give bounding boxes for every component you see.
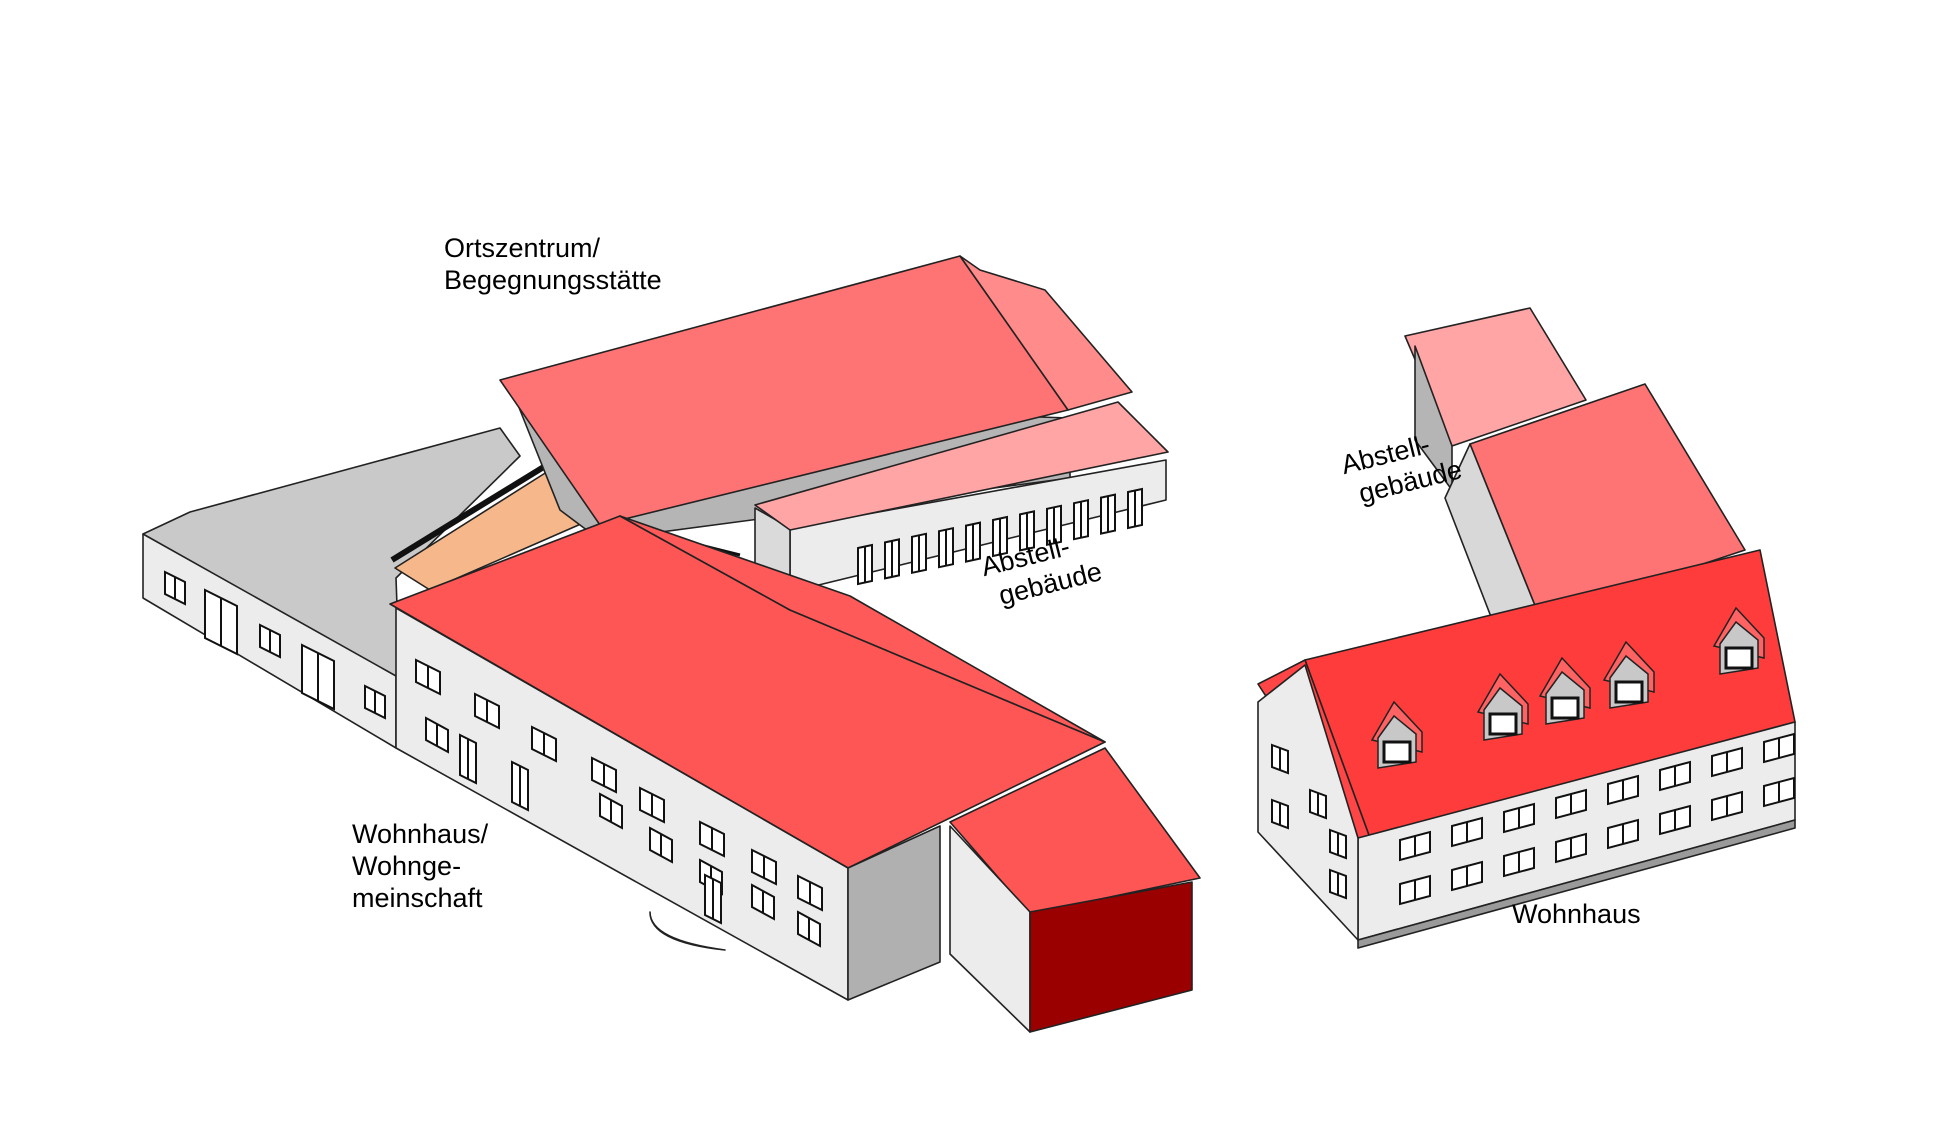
- dormers: [1370, 606, 1765, 769]
- wg-side-wall: [847, 825, 941, 1001]
- center-roof-annex: [959, 255, 1133, 411]
- label-wohnhaus-wg-line3: meinschaft: [352, 883, 483, 913]
- dormer-window: [1550, 696, 1580, 720]
- dormer-window: [1488, 712, 1518, 736]
- label-wohnhaus-wg-line2: Wohnge-: [352, 851, 462, 881]
- label-ortszentrum-line1: Ortszentrum/: [444, 233, 601, 263]
- label-ortszentrum: Ortszentrum/ Begegnungsstätte: [444, 232, 662, 296]
- label-wohnhaus: Wohnhaus: [1512, 898, 1641, 930]
- storage-left-roof: [754, 401, 1169, 531]
- label-wohnhaus-wg-line1: Wohnhaus/: [352, 819, 489, 849]
- right-base: [1357, 819, 1796, 949]
- wg-roof-ridge: [619, 515, 1106, 743]
- courtyard-railing: [390, 457, 557, 563]
- windows-right: [1271, 732, 1795, 906]
- terrace: [649, 911, 726, 951]
- dormer-window: [1382, 740, 1412, 764]
- label-ortszentrum-line2: Begegnungsstätte: [444, 265, 662, 295]
- label-wohnhaus-wg: Wohnhaus/ Wohnge- meinschaft: [352, 818, 488, 914]
- label-wohnhaus-line1: Wohnhaus: [1512, 899, 1641, 929]
- windows-left: [164, 487, 1143, 948]
- garage-door-side: [1029, 881, 1193, 1033]
- dormer-window: [1724, 646, 1754, 670]
- dormer-window: [1614, 680, 1644, 704]
